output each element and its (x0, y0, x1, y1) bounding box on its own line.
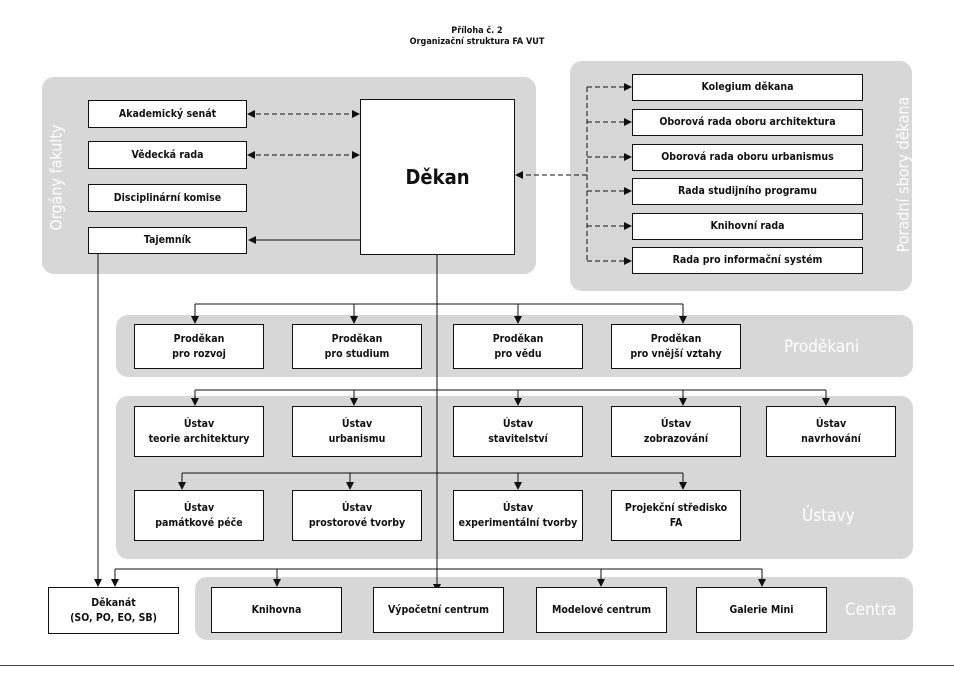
bottom-rule (0, 665, 954, 666)
box-dekan: Děkan (360, 99, 515, 255)
box-knihovna: Knihovna (211, 587, 342, 633)
box-oborova-rada-architektura: Oborová rada oboru architektura (632, 109, 863, 136)
box-ustav-prostorove-tvorby: Ústav prostorové tvorby (292, 490, 422, 541)
box-akademicky-senat: Akademický senát (88, 100, 247, 128)
box-vedecka-rada: Vědecká rada (88, 141, 247, 169)
box-oborova-rada-urbanismus: Oborová rada oboru urbanismus (632, 144, 863, 171)
box-rada-informacni-system: Rada pro informační systém (632, 247, 863, 274)
label-ustavy: Ústavy (802, 506, 855, 526)
box-kolegium-dekana: Kolegium děkana (632, 74, 863, 101)
box-ustav-experimentalni-tvorby: Ústav experimentální tvorby (453, 490, 583, 541)
box-tajemnik: Tajemník (88, 227, 247, 254)
box-prodekan-studium: Proděkan pro studium (292, 324, 422, 369)
box-prodekan-rozvoj: Proděkan pro rozvoj (134, 324, 264, 369)
box-ustav-navrhovani: Ústav navrhování (766, 406, 896, 457)
box-dekanat: Děkanát (SO, PO, EO, SB) (48, 587, 179, 634)
box-ustav-zobrazovani: Ústav zobrazování (611, 406, 741, 457)
box-rada-studijniho-programu: Rada studijního programu (632, 178, 863, 205)
box-modelove-centrum: Modelové centrum (536, 587, 667, 633)
box-ustav-urbanismu: Ústav urbanismu (292, 406, 422, 457)
figure-title-line1: Příloha č. 2 (451, 26, 503, 36)
box-disciplinarni-komise: Disciplinární komise (88, 184, 247, 212)
box-ustav-teorie-architektury: Ústav teorie architektury (134, 406, 264, 457)
label-prodekani: Proděkani (784, 337, 860, 357)
box-prodekan-vnejsi-vztahy: Proděkan pro vnější vztahy (611, 324, 741, 369)
box-ustav-pamatkove-pece: Ústav památkové péče (134, 490, 264, 541)
figure-title-line2: Organizační struktura FA VUT (409, 37, 545, 47)
box-knihovni-rada: Knihovní rada (632, 213, 863, 240)
box-vypocetni-centrum: Výpočetní centrum (373, 587, 504, 633)
label-centra: Centra (845, 600, 897, 620)
box-ustav-stavitelstvi: Ústav stavitelství (453, 406, 583, 457)
box-projekcni-stredisko: Projekční středisko FA (611, 490, 741, 541)
box-prodekan-veda: Proděkan pro vědu (453, 324, 583, 369)
box-galerie-mini: Galerie Mini (696, 587, 827, 633)
